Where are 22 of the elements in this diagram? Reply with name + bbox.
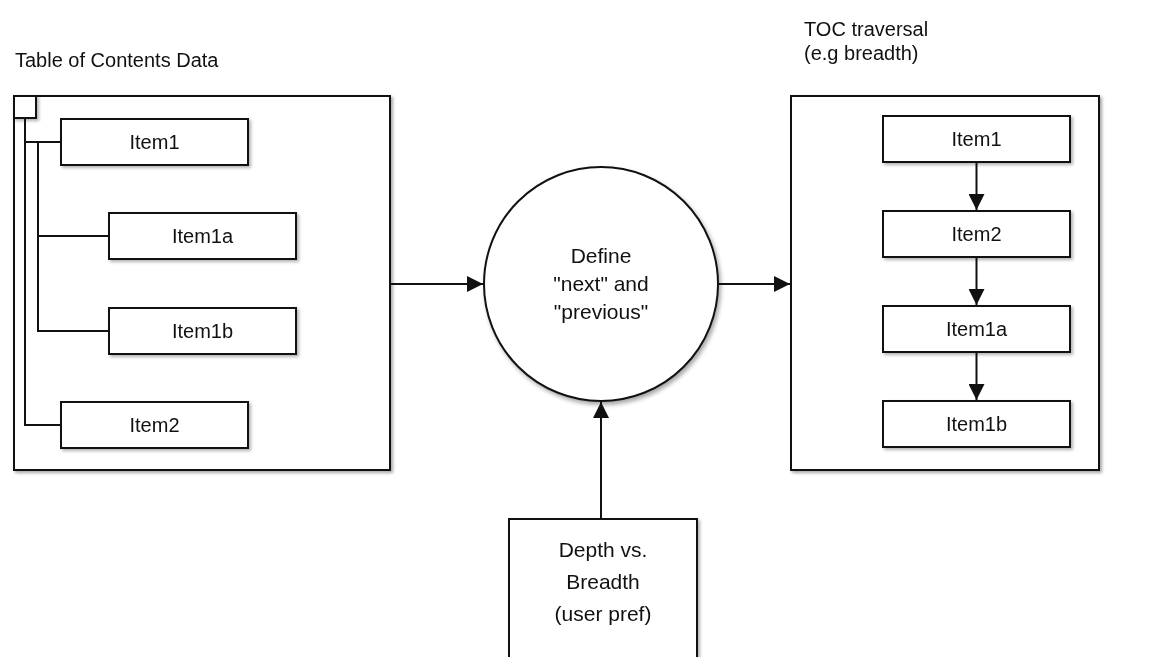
item-box: Item1 xyxy=(60,118,249,166)
arrow xyxy=(593,401,609,519)
item-box: Item1 xyxy=(882,115,1071,163)
item-box: Item1a xyxy=(108,212,297,260)
item-box: Item1b xyxy=(882,400,1071,448)
arrow xyxy=(968,162,985,211)
container-heading: TOC traversal (e.g breadth) xyxy=(804,17,930,65)
tree-connector xyxy=(37,141,109,332)
tree-connector xyxy=(24,118,61,426)
item-box: Item1b xyxy=(108,307,297,355)
arrow xyxy=(718,276,791,292)
input-box xyxy=(508,518,698,657)
tree-root-square xyxy=(13,95,37,119)
item-box: Item2 xyxy=(60,401,249,449)
item-box: Item2 xyxy=(882,210,1071,258)
arrow xyxy=(390,276,484,292)
node-label: Depth vs. Breadth (user pref) xyxy=(553,537,653,627)
node-label: Define "next" and "previous" xyxy=(552,243,650,325)
arrow xyxy=(968,352,985,401)
arrow xyxy=(968,257,985,306)
container-heading: Table of Contents Data xyxy=(15,48,220,72)
item-box: Item1a xyxy=(882,305,1071,353)
